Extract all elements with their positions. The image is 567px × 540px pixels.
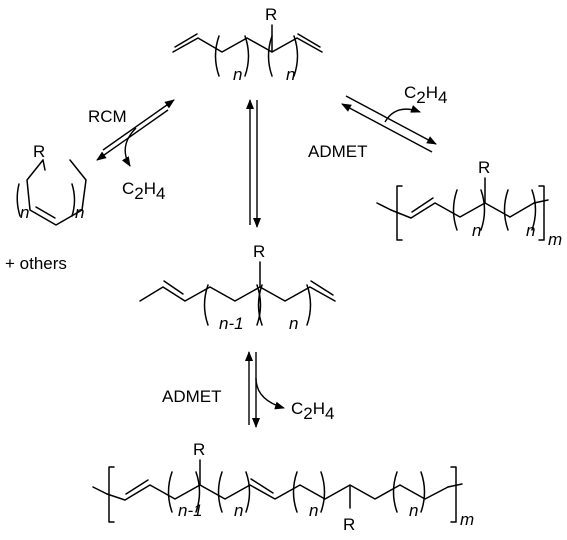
byproduct-label: C2H4	[122, 179, 166, 203]
repeat-index-label: n	[286, 65, 295, 84]
admet-top-equilibrium-arrows	[341, 95, 437, 153]
repeat-bracket-left-close	[480, 189, 486, 231]
repeat-bracket-4-close	[420, 471, 426, 513]
polymer-bracket-left	[396, 185, 403, 241]
repeat-bracket-right-close	[306, 284, 312, 326]
repeat-index-label: n-1	[178, 501, 203, 520]
repeat-index-label: n	[233, 65, 242, 84]
rcm-label: RCM	[88, 107, 127, 126]
repeat-index-label: n-1	[219, 314, 244, 333]
repeat-bracket-right-open	[267, 35, 273, 77]
repeat-bracket-left-open	[203, 284, 209, 326]
repeat-bracket-3-close	[320, 471, 326, 513]
repeat-index-label: n	[472, 221, 481, 240]
admet-top-label: ADMET	[308, 142, 368, 161]
repeat-bracket-2-close	[245, 471, 251, 513]
substituent-label: R	[253, 242, 265, 261]
byproduct-label: C2H4	[291, 399, 335, 423]
repeat-bracket-right-open	[257, 284, 263, 326]
middle-diene-structure: R n-1 n	[139, 242, 336, 333]
substituent-label: R	[33, 142, 45, 161]
repeat-index-label: n	[20, 203, 29, 222]
repeat-bracket-2-open	[217, 471, 223, 513]
rcm-equilibrium-arrows	[96, 99, 175, 167]
byproduct-label: C2H4	[404, 83, 448, 107]
repeat-index-label: n	[409, 501, 418, 520]
polymer-bracket-right	[538, 185, 545, 241]
bottom-polymer-structure: R R n-1 n n n m	[92, 440, 474, 534]
polymer-repeat-label: m	[548, 230, 562, 249]
repeat-bracket-left-close	[244, 35, 250, 77]
substituent-label: R	[478, 158, 490, 177]
repeat-bracket-right-close	[71, 183, 76, 217]
repeat-index-label: n	[309, 501, 318, 520]
repeat-bracket-left-open	[214, 35, 220, 77]
repeat-bracket-3-open	[292, 471, 298, 513]
byproduct-release-arrow	[121, 127, 137, 167]
repeat-bracket-4-open	[392, 471, 398, 513]
byproduct-release-arrow	[255, 377, 285, 410]
repeat-index-label: n	[526, 221, 535, 240]
substituent-label: R	[343, 515, 355, 534]
repeat-bracket-right-close	[531, 189, 537, 231]
repeat-bracket-right-open	[503, 189, 509, 231]
repeat-bracket-right-close	[293, 35, 299, 77]
repeat-index-label: n	[234, 501, 243, 520]
cyclic-alkene-structure: R n n	[16, 142, 87, 226]
repeat-index-label: n	[289, 314, 298, 333]
repeat-bracket-left-open	[452, 189, 458, 231]
substituent-label: R	[193, 440, 205, 459]
admet-bottom-label: ADMET	[162, 387, 222, 406]
polymer-repeat-label: m	[460, 510, 474, 529]
polymer-bracket-left	[108, 466, 115, 523]
repeat-index-label: n	[75, 203, 84, 222]
repeat-bracket-1-open	[167, 471, 173, 513]
substituent-label: R	[265, 5, 277, 24]
repeat-bracket-1-close	[195, 471, 201, 513]
repeat-bracket-left-close	[256, 284, 262, 326]
others-label: + others	[5, 254, 67, 273]
byproduct-release-arrow	[384, 105, 421, 123]
polymer-bracket-right	[450, 466, 457, 523]
top-polymer-structure: R n n m	[376, 158, 562, 249]
isomerization-equilibrium-arrows	[246, 99, 261, 228]
admet-bottom-equilibrium-arrows	[245, 351, 285, 428]
repeat-bracket-left-open	[16, 183, 21, 217]
top-diene-structure: R n n	[172, 5, 323, 84]
